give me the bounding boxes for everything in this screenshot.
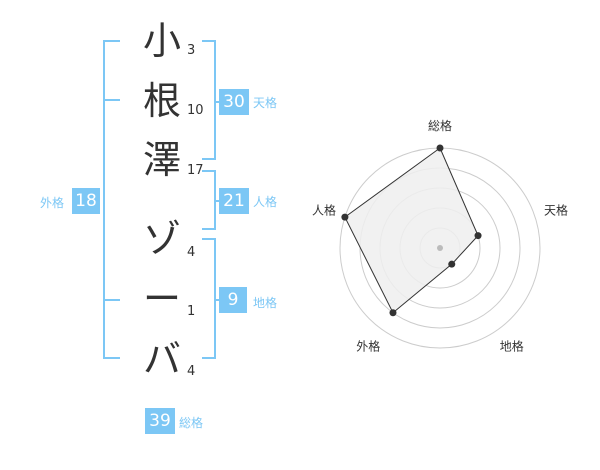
radar-data-point (389, 309, 397, 317)
bracket-tick (103, 40, 120, 42)
stroke-count-4: 4 (187, 245, 196, 260)
bracket-tick (103, 299, 120, 301)
stroke-count-1: 3 (187, 43, 196, 58)
bracket-tick (103, 99, 120, 101)
radar-axis-label: 総格 (428, 118, 452, 133)
tenkaku-label: 天格 (253, 96, 278, 110)
name-char-1: 小 (142, 19, 181, 63)
bracket-tick (202, 40, 216, 42)
name-char-2: 根 (142, 79, 181, 123)
radar-data-point (436, 144, 444, 152)
bracket-tick (202, 357, 216, 359)
radar-data-point (341, 213, 349, 221)
name-char-5: ー (142, 277, 181, 321)
soukaku-value: 39 (145, 408, 175, 434)
gaikaku-value: 18 (72, 188, 100, 214)
tenkaku-value: 30 (219, 89, 249, 115)
stroke-count-2: 10 (187, 103, 204, 118)
gaikaku-label: 外格 (40, 196, 65, 210)
bracket-tick (202, 170, 216, 172)
radar-axis-label: 天格 (544, 202, 568, 217)
chikaku-value: 9 (219, 287, 247, 313)
bracket-connector (214, 101, 220, 103)
jinkaku-label: 人格 (253, 195, 278, 209)
name-char-4: ゾ (142, 217, 181, 261)
radar-series-area (344, 147, 479, 314)
bracket-tick (202, 228, 216, 230)
name-char-3: 澤 (142, 138, 181, 182)
tenkaku-bracket (214, 40, 216, 160)
radar-data-point (474, 232, 482, 240)
chikaku-bracket (214, 238, 216, 359)
bracket-connector (214, 299, 220, 301)
radar-axis-label: 地格 (500, 339, 524, 354)
bracket-tick (202, 238, 216, 240)
stroke-count-6: 4 (187, 364, 196, 379)
radar-data-point (448, 260, 456, 268)
stroke-count-3: 17 (187, 163, 204, 178)
chikaku-label: 地格 (253, 296, 278, 310)
radar-axis-label: 外格 (356, 339, 380, 354)
jinkaku-value: 21 (219, 188, 249, 214)
radar-center-dot (437, 245, 443, 251)
bracket-tick (103, 357, 120, 359)
gaikaku-bracket (103, 40, 105, 359)
stroke-count-5: 1 (187, 304, 196, 319)
radar-axis-label: 人格 (312, 202, 336, 217)
name-char-6: バ (142, 337, 181, 381)
soukaku-label: 総格 (179, 416, 204, 430)
bracket-connector (214, 200, 220, 202)
bracket-tick (202, 158, 216, 160)
